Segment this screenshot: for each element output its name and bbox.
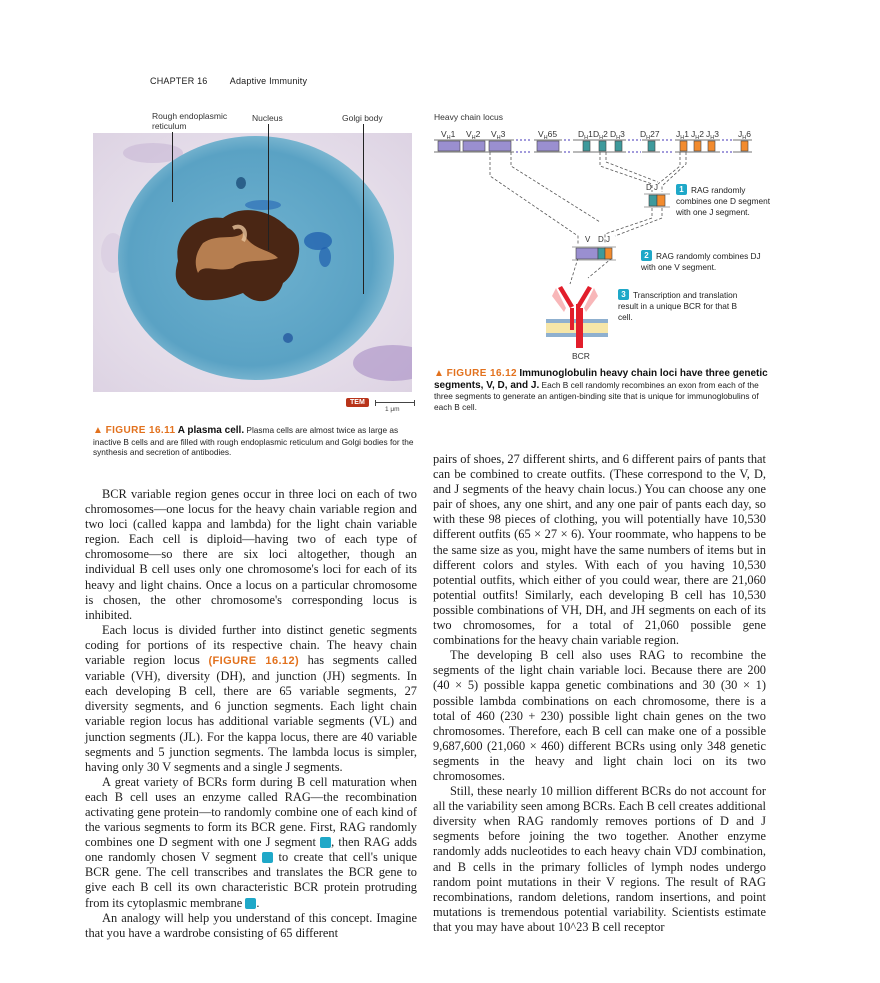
paragraph: The developing B cell also uses RAG to r… [433,648,766,783]
svg-text:D J: D J [646,183,658,192]
leader-line-golgi [363,124,364,294]
svg-text:DH2: DH2 [593,129,608,141]
step-2-badge: 2 [641,250,652,261]
paragraph: pairs of shoes, 27 different shirts, and… [433,452,766,648]
label-nucleus: Nucleus [252,113,283,123]
bcr-label: BCR [572,351,590,361]
tem-badge: TEM [346,398,369,407]
caption-marker: ▲ [434,368,445,379]
paragraph: Still, these nearly 10 million different… [433,784,766,934]
label-rough-er-line1: Rough endoplasmic [152,111,228,121]
svg-text:JH3: JH3 [706,129,719,141]
svg-text:VH65: VH65 [538,129,557,141]
leader-line-nucleus [268,124,269,250]
step-1-badge: 1 [676,184,687,195]
step-1-inline-badge: 1 [320,837,342,849]
svg-text:DH1: DH1 [578,129,593,141]
step-3-badge: 3 [618,289,629,300]
text: A great variety of BCRs form during B ce… [85,774,417,850]
scale-bar [375,400,415,406]
heavy-chain-diagram: VH1 VH2 VH3 VH65 DH1 DH2 DH3 DH27 JH1 JH… [430,126,765,366]
text: . [256,895,260,910]
figure-reference-link[interactable]: (FIGURE 16.12) [208,655,300,668]
body-left-column: BCR variable region genes occur in three… [85,487,417,941]
step-3-inline-badge: 3 [245,897,267,909]
figure-title: Immunoglobulin heavy chain loci have thr… [434,368,768,391]
text: to create that cell's unique BCR gene. T… [85,850,417,910]
label-rough-er-line2: reticulum [152,121,187,131]
figure-number: FIGURE 16.11 [105,425,176,436]
caption-text: Each B cell randomly recombines an exon … [434,379,759,412]
svg-text:V: V [585,235,591,244]
leader-line-rough-er [172,132,173,202]
paragraph: Each locus is divided further into disti… [85,623,417,775]
heavy-chain-locus-title: Heavy chain locus [434,112,503,122]
step-2-text: RAG randomly combines DJ with one V segm… [641,251,761,272]
segment-labels: VH1 VH2 VH3 VH65 DH1 DH2 DH3 DH27 JH1 JH… [441,129,751,141]
scale-label: 1 μm [385,406,400,413]
paragraph: An analogy will help you understand of t… [85,910,417,940]
figure-number: FIGURE 16.12 [446,368,518,379]
text: has segments called variable (VH), diver… [85,653,417,774]
running-header: CHAPTER 16 Adaptive Immunity [150,76,307,86]
figure-title: A plasma cell. [177,425,245,436]
svg-text:JH2: JH2 [691,129,704,141]
paragraph: BCR variable region genes occur in three… [85,487,417,622]
svg-text:D J: D J [598,235,610,244]
svg-text:VH2: VH2 [466,129,481,141]
paragraph: A great variety of BCRs form during B ce… [85,775,417,911]
text: , then RAG adds one randomly chosen V se… [85,835,417,865]
svg-text:DH27: DH27 [640,129,660,141]
chapter-number: CHAPTER 16 [150,76,208,86]
svg-text:DH3: DH3 [610,129,625,141]
step-2-inline-badge: 2 [262,852,284,864]
caption-marker: ▲ [93,425,104,436]
plasma-cell-micrograph [93,133,412,392]
body-right-column: pairs of shoes, 27 different shirts, and… [433,452,766,935]
figure-16-12-caption: ▲ FIGURE 16.12 Immunoglobulin heavy chai… [434,368,774,412]
svg-text:JH6: JH6 [738,129,751,141]
label-golgi: Golgi body [342,113,383,123]
step-3-text: Transcription and translation result in … [618,290,738,322]
figure-16-11-caption: ▲ FIGURE 16.11 A plasma cell. Plasma cel… [93,425,418,458]
label-rough-er: Rough endoplasmic reticulum [152,111,227,131]
text: Each locus is divided further into disti… [85,622,417,668]
svg-text:VH1: VH1 [441,129,456,141]
caption-text: Plasma cells are almost twice as large a… [93,425,414,457]
chapter-title: Adaptive Immunity [229,76,308,86]
vdj-diagram: VH1 VH2 VH3 VH65 DH1 DH2 DH3 DH27 JH1 JH… [434,129,752,348]
micrograph-image [93,133,412,392]
step-1-text: RAG randomly combines one D segment with… [676,185,771,217]
svg-text:VH3: VH3 [491,129,506,141]
svg-text:JH1: JH1 [676,129,689,141]
